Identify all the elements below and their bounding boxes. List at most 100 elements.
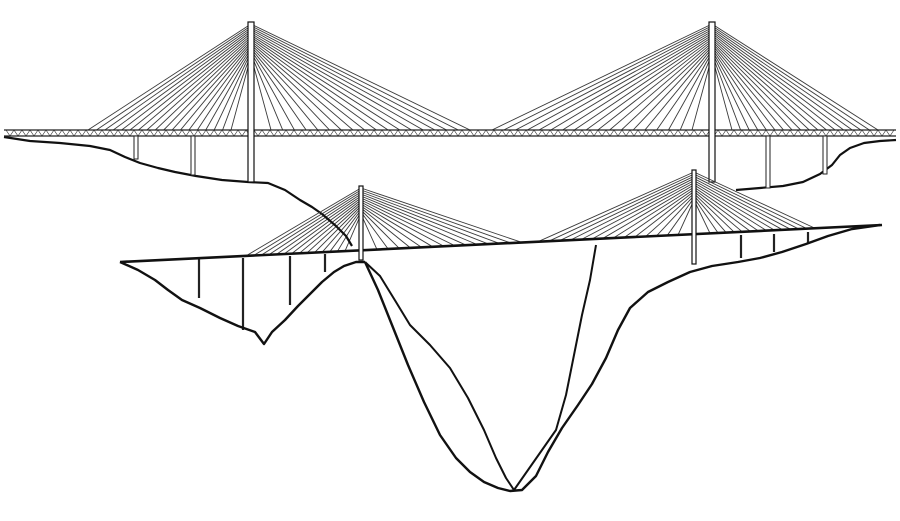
upper-stay-cable	[538, 31, 713, 131]
upper-deck-truss	[621, 129, 627, 137]
upper-deck-truss	[329, 129, 335, 137]
lower-stay-cable	[329, 209, 362, 253]
upper-deck-truss	[237, 129, 243, 137]
upper-stay-cable	[609, 42, 713, 131]
upper-deck-truss	[857, 129, 863, 137]
lower-deck	[119, 223, 883, 264]
upper-piers	[133, 135, 828, 189]
upper-deck-truss	[781, 129, 787, 137]
upper-stay-cable	[250, 23, 471, 131]
upper-pier	[133, 135, 139, 160]
upper-stay-cable	[711, 33, 836, 131]
upper-stay-cable	[711, 48, 767, 131]
upper-deck-truss	[849, 129, 855, 137]
upper-stay-cable	[668, 52, 713, 131]
upper-deck-truss	[513, 129, 519, 137]
upper-stay-cable	[656, 50, 713, 131]
upper-deck-truss	[441, 129, 447, 137]
upper-deck-truss	[221, 129, 227, 137]
upper-deck-truss	[5, 129, 11, 137]
upper-deck-truss	[677, 129, 683, 137]
upper-deck-truss	[29, 129, 35, 137]
upper-stay-cable	[711, 44, 784, 131]
upper-deck-truss	[625, 129, 631, 137]
upper-deck-truss	[777, 129, 783, 137]
lower-stay-cable	[344, 213, 362, 252]
upper-deck-truss	[33, 129, 39, 137]
upper-deck-truss	[85, 129, 91, 137]
lower-stay-cable	[336, 211, 362, 252]
upper-deck-truss	[605, 129, 611, 137]
upper-deck-truss	[585, 129, 591, 137]
upper-deck-truss	[385, 129, 391, 137]
lower-stay-cable	[693, 173, 808, 230]
lower-stay-cable	[360, 189, 511, 244]
lower-stay-cable	[693, 193, 735, 233]
upper-stay-cable	[679, 53, 713, 131]
upper-deck-truss	[749, 129, 755, 137]
upper-deck-truss	[617, 129, 623, 137]
upper-deck-truss	[181, 129, 187, 137]
upper-deck-truss	[789, 129, 795, 137]
lower-bridge	[119, 169, 883, 493]
upper-deck-truss	[665, 129, 671, 137]
upper-deck-truss	[109, 129, 115, 137]
upper-deck-truss	[225, 129, 231, 137]
upper-stay-cable	[112, 29, 252, 131]
upper-deck-truss	[149, 129, 155, 137]
lower-stay-cable	[360, 205, 422, 248]
upper-stay-cable	[205, 50, 252, 131]
lower-stay-cable	[693, 182, 775, 231]
lower-stay-cable	[580, 180, 695, 241]
upper-deck-truss	[425, 129, 431, 137]
upper-pier	[765, 135, 771, 189]
upper-stay-cable	[87, 23, 252, 131]
lower-stay-cable	[360, 209, 400, 249]
lower-stay-cable	[693, 188, 751, 232]
upper-deck-truss	[565, 129, 571, 137]
upper-deck-truss	[77, 129, 83, 137]
upper-deck-truss	[501, 129, 507, 137]
upper-stay-cable	[222, 53, 252, 131]
upper-deck-truss	[797, 129, 803, 137]
upper-stay-cable	[711, 23, 879, 131]
upper-deck-truss	[421, 129, 427, 137]
lower-stay-cable	[360, 213, 378, 250]
lower-gorge-rim-left	[321, 213, 353, 247]
upper-deck-truss	[649, 129, 655, 137]
lower-stay-cable	[537, 171, 695, 243]
upper-deck-truss	[769, 129, 775, 137]
lower-gorge-inner-right	[513, 244, 597, 491]
upper-deck-truss	[457, 129, 463, 137]
lower-stay-cable	[693, 184, 767, 231]
upper-deck-truss	[61, 129, 67, 137]
upper-deck-truss	[177, 129, 183, 137]
lower-stay-cable	[693, 180, 783, 231]
upper-deck-truss	[89, 129, 95, 137]
upper-stay-cable	[171, 42, 252, 131]
upper-deck-truss	[349, 129, 355, 137]
upper-deck-truss	[265, 129, 271, 137]
upper-deck-truss	[869, 129, 875, 137]
upper-stay-cable	[163, 40, 252, 131]
upper-deck-truss	[13, 129, 19, 137]
lower-stay-cable	[360, 191, 500, 244]
upper-deck-truss	[681, 129, 687, 137]
upper-stay-cable	[711, 46, 776, 131]
upper-deck-truss	[21, 129, 27, 137]
lower-stay-cables	[245, 171, 816, 257]
upper-stay-cable	[250, 44, 342, 131]
upper-deck-truss	[845, 129, 851, 137]
upper-deck-truss	[661, 129, 667, 137]
upper-deck-truss	[141, 129, 147, 137]
upper-deck-truss	[233, 129, 239, 137]
upper-deck-truss	[69, 129, 75, 137]
upper-deck-truss	[505, 129, 511, 137]
upper-deck-truss	[281, 129, 287, 137]
upper-stay-cable	[711, 25, 870, 131]
upper-stay-cable	[711, 34, 827, 131]
upper-deck-truss	[229, 129, 235, 137]
upper-deck-truss	[165, 129, 171, 137]
lower-stay-cable	[693, 195, 727, 233]
